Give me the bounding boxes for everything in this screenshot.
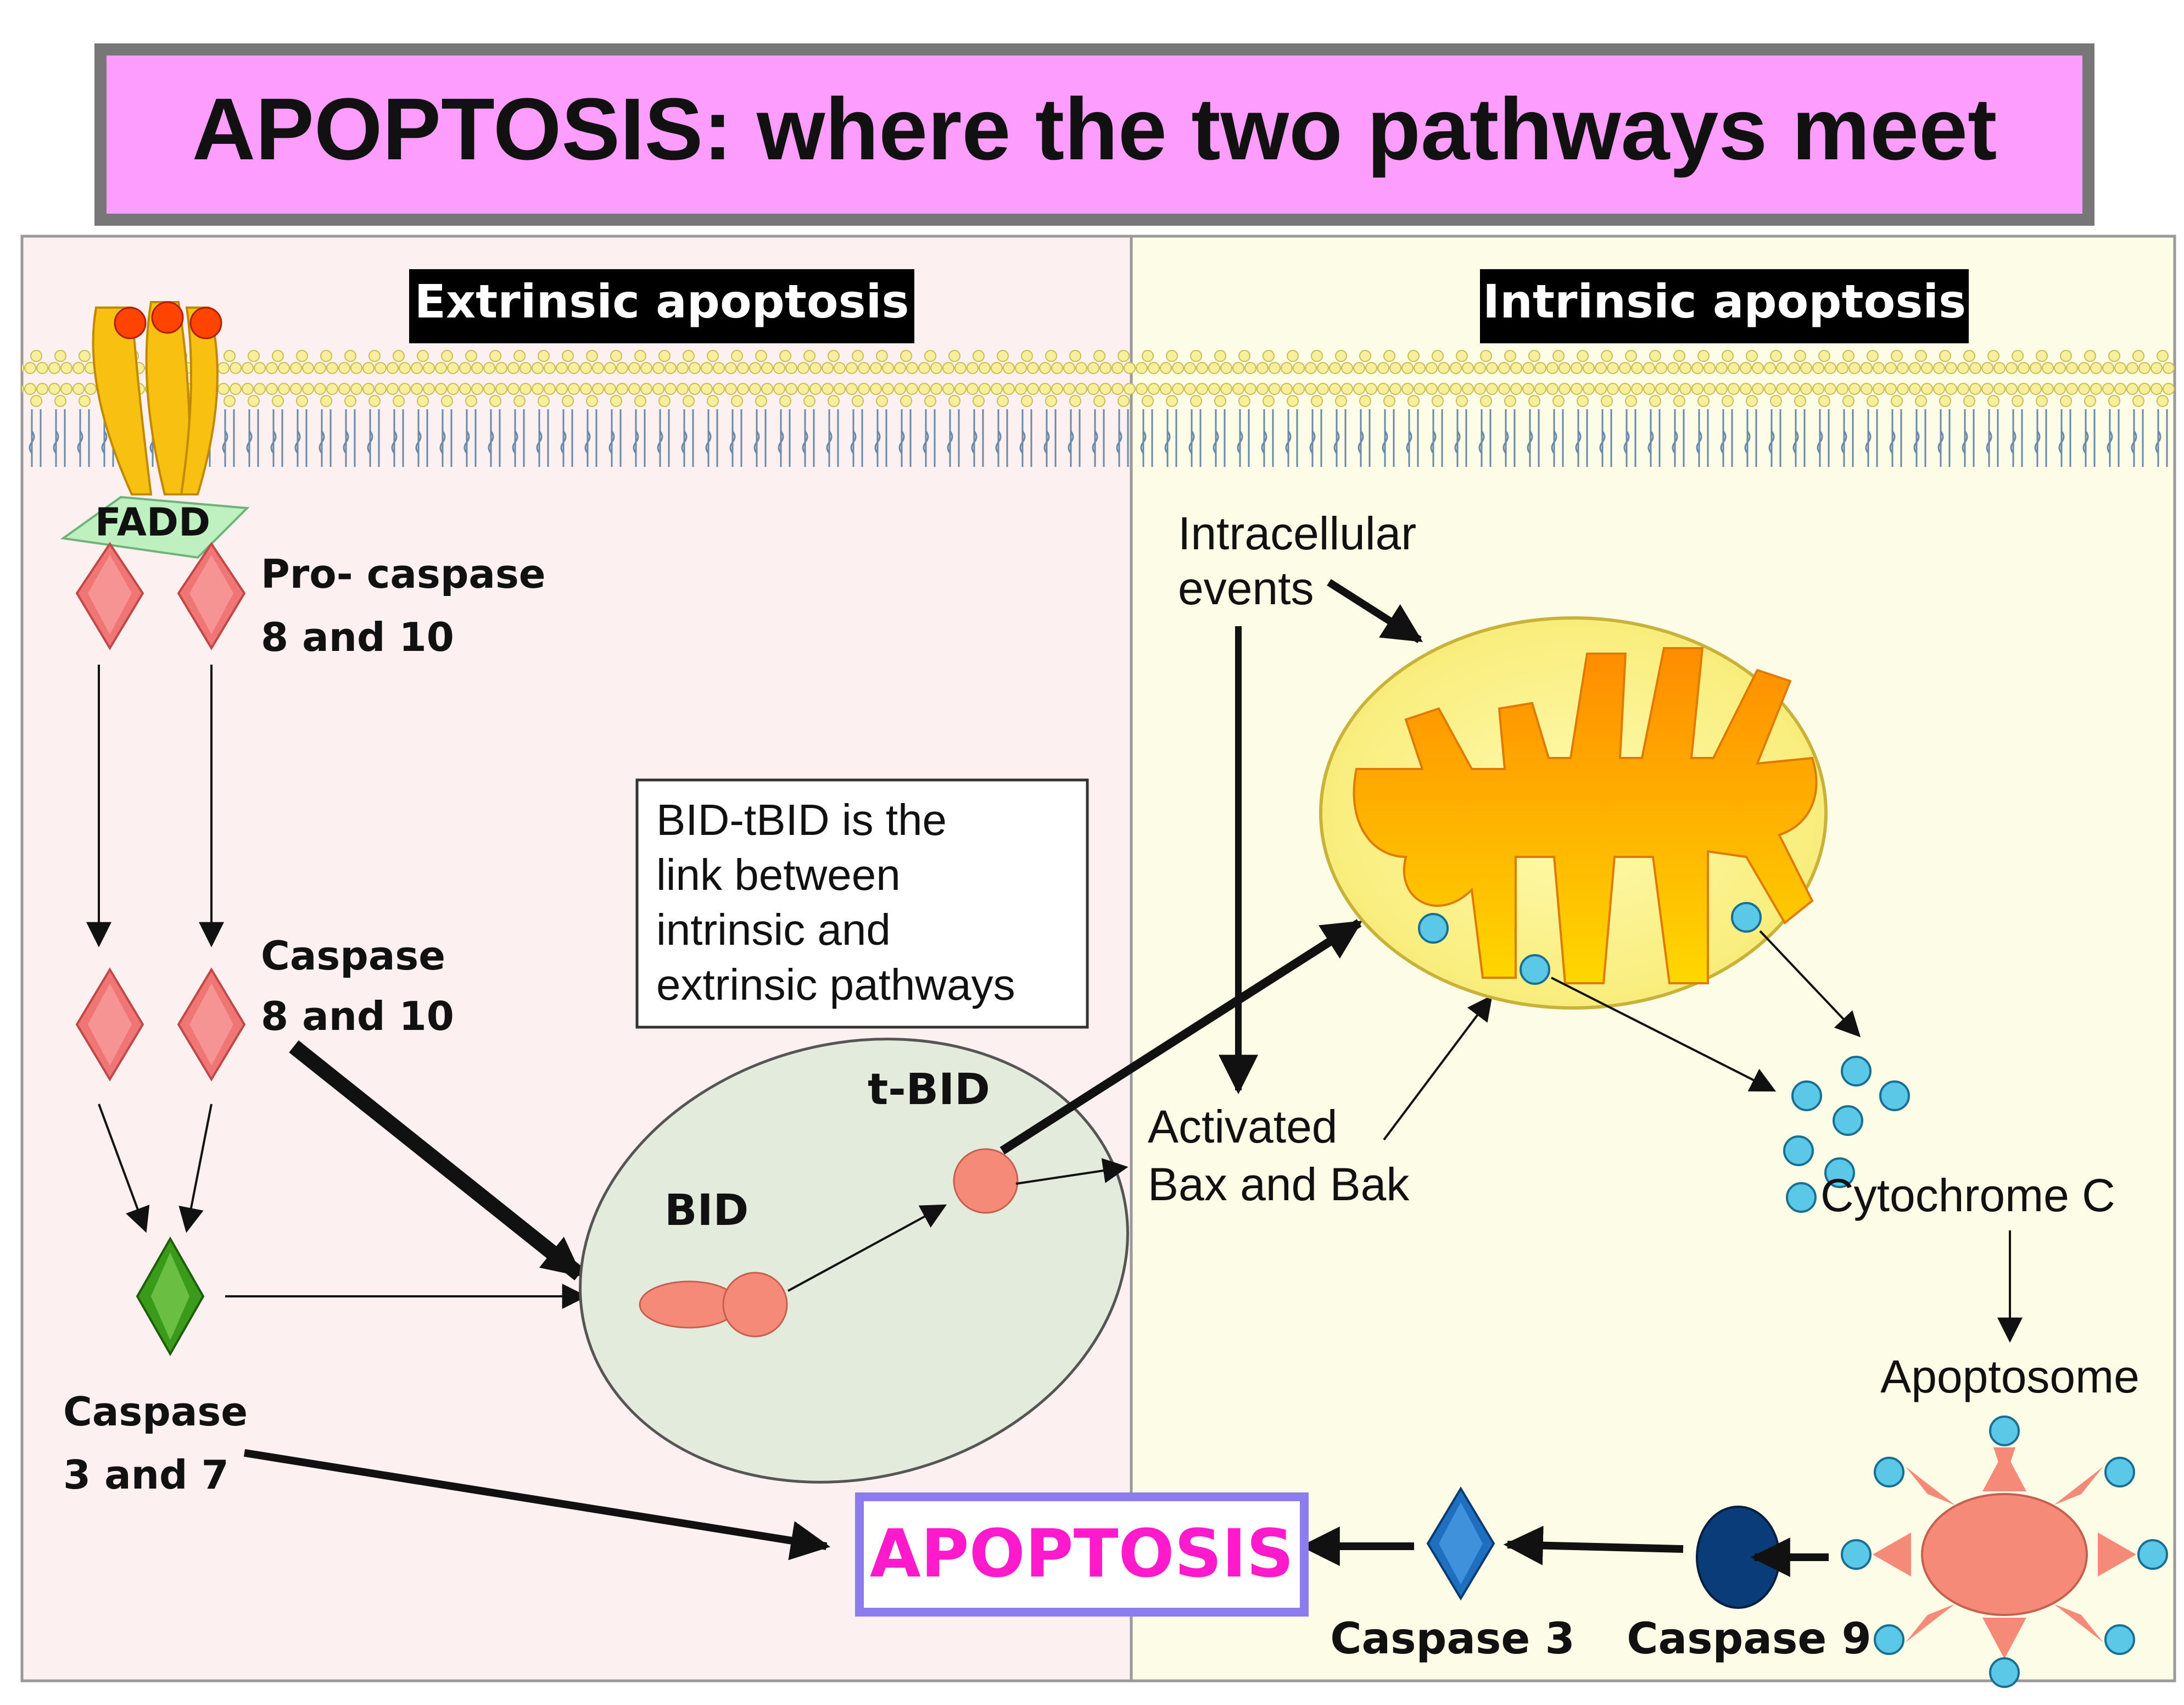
fadd-label: FADD bbox=[95, 500, 210, 545]
bid-label: BID bbox=[664, 1186, 749, 1235]
apoptosome-label: Apoptosome bbox=[1880, 1351, 2140, 1402]
link-note-line-1: BID-tBID is the bbox=[656, 795, 947, 844]
caspase-label-2: 8 and 10 bbox=[261, 993, 454, 1039]
link-note-line-4: extrinsic pathways bbox=[656, 960, 1015, 1009]
arrow bbox=[1015, 1158, 1129, 1185]
arrow bbox=[1759, 930, 1861, 1038]
fadd-shape bbox=[60, 495, 250, 559]
cytochrome-c-icon bbox=[1418, 913, 1449, 944]
apoptosome-icon bbox=[1841, 1416, 2168, 1688]
link-note-line-3: intrinsic and bbox=[656, 905, 891, 954]
caspase-3-diamond-icon bbox=[1426, 1486, 1495, 1601]
page-title: APOPTOSIS: where the two pathways meet bbox=[192, 80, 1997, 178]
bax-bak-line-1: Activated bbox=[1148, 1101, 1338, 1152]
intrinsic-title: Intrinsic apoptosis bbox=[1483, 275, 1966, 328]
intrinsic-header-box bbox=[1480, 269, 1969, 343]
link-note-box bbox=[635, 778, 1089, 1029]
caspase-3-label: Caspase 3 bbox=[1330, 1614, 1575, 1664]
caspase37-label-1: Caspase bbox=[63, 1389, 248, 1435]
arrow bbox=[787, 1204, 947, 1292]
caspase-9-label: Caspase 9 bbox=[1627, 1614, 1872, 1664]
thick-arrow bbox=[1327, 579, 1423, 643]
cytochrome-c-icon bbox=[1731, 902, 1762, 933]
death-receptor-icon bbox=[92, 301, 222, 495]
extrinsic-header-box bbox=[409, 269, 914, 343]
caspase37-label-2: 3 and 7 bbox=[63, 1452, 229, 1498]
cytochrome-c-icon bbox=[1520, 954, 1550, 985]
apoptosis-outcome-label: APOPTOSIS bbox=[870, 1516, 1294, 1592]
arrow bbox=[1383, 995, 1493, 1141]
caspase-diamond-icon bbox=[75, 967, 246, 1082]
tbid-label: t-BID bbox=[868, 1065, 990, 1115]
bid-molecule-icon bbox=[639, 1272, 788, 1338]
thick-arrow bbox=[289, 1040, 584, 1280]
cytochrome-c-cluster-icon bbox=[1783, 1056, 1910, 1213]
caspase-3-7-diamond-icon bbox=[136, 1236, 205, 1357]
thick-arrow bbox=[999, 919, 1363, 1155]
extrinsic-title: Extrinsic apoptosis bbox=[415, 275, 909, 328]
thick-arrow bbox=[1503, 1525, 1684, 1565]
thick-arrow bbox=[243, 1449, 831, 1561]
bax-bak-line-2: Bax and Bak bbox=[1148, 1158, 1410, 1210]
caspase-label-1: Caspase bbox=[261, 933, 445, 979]
link-note-line-2: link between bbox=[656, 850, 901, 899]
arrow bbox=[98, 1104, 150, 1233]
title-banner bbox=[94, 43, 2094, 226]
intracellular-events-line-2: events bbox=[1178, 562, 1314, 614]
tbid-molecule-icon bbox=[953, 1148, 1019, 1214]
arrow bbox=[1551, 977, 1777, 1092]
procaspase-label-2: 8 and 10 bbox=[261, 614, 454, 660]
cell-membrane bbox=[22, 346, 2175, 472]
procaspase-diamond-icon bbox=[75, 542, 246, 650]
arrow bbox=[178, 1104, 213, 1233]
cytochrome-c-label: Cytochrome C bbox=[1820, 1169, 2115, 1221]
apoptosis-outcome-box bbox=[855, 1492, 1309, 1617]
procaspase-label-1: Pro- caspase bbox=[261, 551, 546, 597]
mitochondrion-icon bbox=[1319, 616, 1828, 1010]
intracellular-events-line-1: Intracellular bbox=[1178, 508, 1416, 559]
